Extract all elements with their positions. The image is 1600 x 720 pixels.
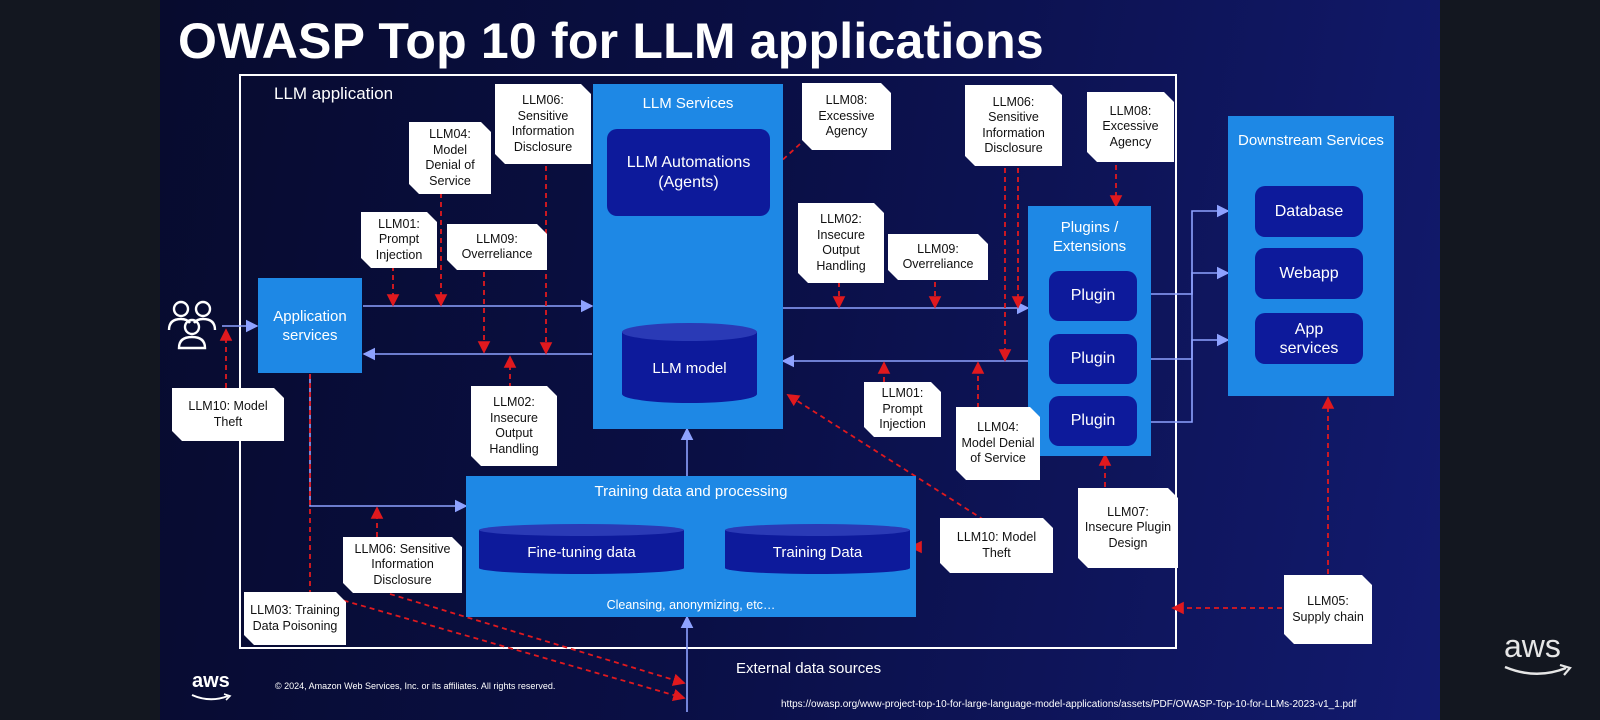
plugin-1: Plugin bbox=[1049, 271, 1137, 321]
slide-title: OWASP Top 10 for LLM applications bbox=[178, 13, 1044, 69]
llm-services-title: LLM Services bbox=[642, 95, 734, 112]
note-llm01-mid: LLM01: Prompt Injection bbox=[864, 382, 941, 437]
plugins-title: Plugins / Extensions bbox=[1052, 219, 1127, 255]
aws-watermark-smile-icon bbox=[1504, 664, 1572, 676]
note-llm03: LLM03: Training Data Poisoning bbox=[244, 592, 346, 645]
threat-llm06-external bbox=[389, 593, 686, 686]
application-services-box: Application services bbox=[258, 278, 362, 373]
note-llm09-right: LLM09: Overreliance bbox=[888, 234, 988, 280]
note-llm04-mid: LLM04: Model Denial of Service bbox=[956, 407, 1040, 480]
llm-model-cylinder: LLM model bbox=[622, 323, 757, 403]
note-llm06-right: LLM06: Sensitive Information Disclosure bbox=[965, 85, 1062, 166]
threat-llm10-model bbox=[786, 394, 985, 521]
note-llm08-right: LLM08: Excessive Agency bbox=[1087, 92, 1174, 162]
note-llm07: LLM07: Insecure Plugin Design bbox=[1078, 488, 1178, 568]
note-llm10-right: LLM10: Model Theft bbox=[940, 518, 1053, 573]
footer-aws-logo: aws bbox=[192, 670, 230, 692]
plugin-3: Plugin bbox=[1049, 396, 1137, 446]
llm-application-label: LLM application bbox=[274, 84, 394, 103]
llm-automations-box: LLM Automations (Agents) bbox=[607, 129, 770, 216]
note-llm05: LLM05: Supply chain bbox=[1284, 575, 1372, 644]
note-llm10-left: LLM10: Model Theft bbox=[172, 388, 284, 441]
footer-aws-smile-icon bbox=[191, 693, 232, 701]
training-data-cylinder: Training Data bbox=[725, 524, 910, 574]
note-llm06-top: LLM06: Sensitive Information Disclosure bbox=[495, 84, 591, 164]
external-data-sources-label: External data sources bbox=[736, 660, 882, 677]
fine-tuning-cylinder: Fine-tuning data bbox=[479, 524, 684, 574]
note-llm06-bottom: LLM06: Sensitive Information Disclosure bbox=[343, 537, 462, 593]
note-llm04-top: LLM04: Model Denial of Service bbox=[409, 122, 491, 194]
plugin-2: Plugin bbox=[1049, 334, 1137, 384]
database-box: Database bbox=[1255, 186, 1363, 237]
flow-app-to-training bbox=[309, 374, 468, 513]
training-data-label: Training Data bbox=[772, 544, 863, 561]
users-icon bbox=[167, 300, 217, 350]
threat-llm03-external bbox=[309, 374, 335, 601]
aws-watermark: aws bbox=[1504, 628, 1561, 664]
flow-plugins-to-downstream bbox=[1150, 204, 1230, 295]
note-llm08-left: LLM08: Excessive Agency bbox=[802, 83, 891, 150]
llm-application-boundary bbox=[239, 74, 1177, 649]
webapp-box: Webapp bbox=[1255, 248, 1363, 299]
downstream-title: Downstream Services bbox=[1238, 132, 1384, 149]
footer-copyright: © 2024, Amazon Web Services, Inc. or its… bbox=[275, 681, 556, 691]
app-services-box: App services bbox=[1255, 313, 1363, 364]
note-llm09-top: LLM09: Overreliance bbox=[447, 224, 547, 270]
fine-tuning-label: Fine-tuning data bbox=[527, 544, 636, 561]
note-llm02-mid: LLM02: Insecure Output Handling bbox=[471, 386, 557, 466]
llm-model-label: LLM model bbox=[652, 360, 727, 377]
note-llm02-right: LLM02: Insecure Output Handling bbox=[798, 203, 884, 283]
footer-source-url[interactable]: https://owasp.org/www-project-top-10-for… bbox=[781, 699, 1357, 710]
note-llm01-top: LLM01: Prompt Injection bbox=[361, 212, 437, 268]
training-title: Training data and processing bbox=[594, 483, 788, 500]
cleansing-label: Cleansing, anonymizing, etc… bbox=[606, 598, 776, 612]
slide: OWASP Top 10 for LLM applications LLM ap… bbox=[160, 0, 1440, 720]
